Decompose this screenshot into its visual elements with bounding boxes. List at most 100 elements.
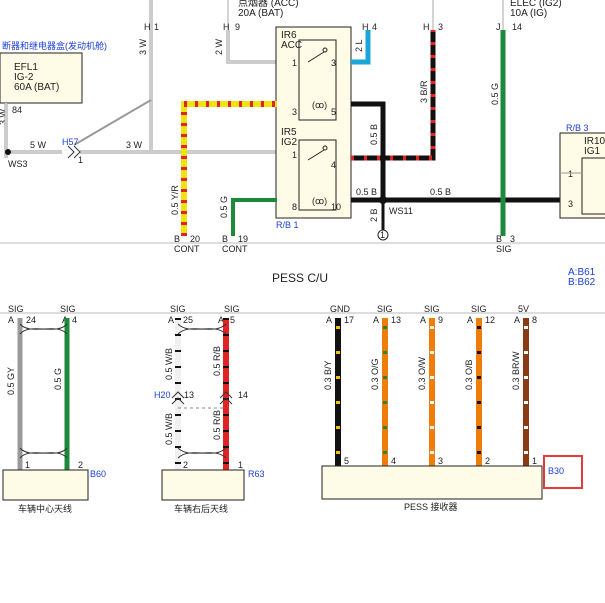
ir5-pin8: 8 xyxy=(292,202,297,212)
b2-label: 2 B xyxy=(369,208,379,222)
svg-text:A: A xyxy=(168,315,174,325)
w5-label: 5 W xyxy=(30,140,47,150)
svg-text:(ꝏ): (ꝏ) xyxy=(312,196,327,206)
rb1-label: R/B 1 xyxy=(276,220,299,230)
antenna-rear-right-label: 车辆右后天线 xyxy=(174,503,228,514)
receiver-pin-letter-0: A xyxy=(326,315,332,325)
h9-wire: 2 W xyxy=(214,38,224,55)
yr-wire-label: 0.5 Y/R xyxy=(170,185,180,215)
receiver-bottom-pin-1: 4 xyxy=(391,456,396,466)
cu-pin-b19: B 19 CONT xyxy=(222,234,248,254)
antenna-center-label: 车辆中心天线 xyxy=(18,503,72,514)
receiver-wire-label-2: 0.3 O/W xyxy=(417,356,427,390)
svg-text:3: 3 xyxy=(510,234,515,244)
receiver-pin-letter-4: A xyxy=(514,315,520,325)
svg-text:SIG: SIG xyxy=(8,304,24,314)
b05a-label: 0.5 B xyxy=(369,124,379,145)
svg-text:2: 2 xyxy=(78,460,83,470)
svg-text:0.5 GY: 0.5 GY xyxy=(6,367,16,395)
receiver-bottom-pin-3: 2 xyxy=(485,456,490,466)
h4-wire: 2 L xyxy=(354,39,364,52)
rb3-label: R/B 3 xyxy=(566,123,589,133)
receiver-signal-2: SIG xyxy=(424,304,440,314)
receiver-bottom-pin-0: 5 xyxy=(344,456,349,466)
receiver-wire-label-1: 0.3 O/G xyxy=(370,358,380,390)
h4-num: 4 xyxy=(372,22,377,32)
h3-num: 3 xyxy=(438,22,443,32)
cu-conn-b: B:B62 xyxy=(568,277,596,288)
svg-text:CONT: CONT xyxy=(222,244,248,254)
receiver-signal-3: SIG xyxy=(471,304,487,314)
svg-text:0.5 W/B: 0.5 W/B xyxy=(164,413,174,445)
svg-text:SIG: SIG xyxy=(496,244,512,254)
receiver-signal-1: SIG xyxy=(377,304,393,314)
b60-connector: B60 xyxy=(90,469,106,479)
h9-letter: H xyxy=(223,22,230,32)
svg-text:A: A xyxy=(218,315,224,325)
cu-conn-a: A:B61 xyxy=(568,267,596,278)
ws3-label: WS3 xyxy=(8,159,28,169)
cu-pin-b20: B 20 CONT xyxy=(174,234,200,254)
relay-block xyxy=(275,26,352,219)
svg-text:25: 25 xyxy=(183,315,193,325)
h1-wire: 3 W xyxy=(138,38,148,55)
svg-text:B: B xyxy=(496,234,502,244)
h9-num: 9 xyxy=(235,22,240,32)
j14-wire: 0.5 G xyxy=(490,83,500,105)
h1-num: 1 xyxy=(154,22,159,32)
ir5-name: IR5 xyxy=(281,127,297,138)
svg-text:14: 14 xyxy=(238,390,248,400)
svg-text:B: B xyxy=(222,234,228,244)
svg-text:2: 2 xyxy=(183,460,188,470)
svg-text:CONT: CONT xyxy=(174,244,200,254)
ir10-sub: IG1 xyxy=(584,146,601,157)
receiver-pin-num-0: 17 xyxy=(344,315,354,325)
highlight-box xyxy=(543,455,583,489)
receiver-pin-letter-3: A xyxy=(467,315,473,325)
svg-text:0.5 R/B: 0.5 R/B xyxy=(212,346,222,376)
acc-fuse-line2: 20A (BAT) xyxy=(238,8,283,19)
svg-text:5: 5 xyxy=(230,315,235,325)
svg-text:20: 20 xyxy=(190,234,200,244)
ir10-pin1: 1 xyxy=(568,169,573,179)
fuse-box-title: 断器和继电器盒(发动机舱) xyxy=(2,40,107,51)
ir10-name: IR10 xyxy=(584,136,605,147)
ir10-pin3: 3 xyxy=(568,199,573,209)
ws11-label: WS11 xyxy=(389,206,413,216)
svg-text:4: 4 xyxy=(72,315,77,325)
antenna-rear-right-group: SIG SIG A 25 A 5 H20 13 14 0.5 W/B 0.5 R… xyxy=(154,304,265,514)
receiver-bottom-pin-2: 3 xyxy=(438,456,443,466)
svg-text:1: 1 xyxy=(25,460,30,470)
ir6-pin3: 3 xyxy=(331,58,336,68)
svg-text:B: B xyxy=(174,234,180,244)
receiver-pin-letter-1: A xyxy=(373,315,379,325)
pess-receiver-label: PESS 接收器 xyxy=(404,501,458,512)
receiver-bottom-pin-4: 1 xyxy=(532,456,537,466)
j14-letter: J xyxy=(496,22,501,32)
svg-text:SIG: SIG xyxy=(224,304,240,314)
receiver-signal-4: 5V xyxy=(518,304,529,314)
efl1-pin: 84 xyxy=(12,105,22,115)
svg-text:1: 1 xyxy=(238,460,243,470)
ir5-pin4: 4 xyxy=(331,160,336,170)
svg-text:0.5 R/B: 0.5 R/B xyxy=(212,410,222,440)
elec-fuse-line2: 10A (IG) xyxy=(510,8,547,19)
ir6-pin5: 5 xyxy=(331,107,336,117)
efl1-fuse-box xyxy=(0,52,83,104)
receiver-wire-label-0: 0.3 B/Y xyxy=(323,360,333,390)
w3-label: 3 W xyxy=(126,140,143,150)
svg-text:SIG: SIG xyxy=(170,304,186,314)
receiver-pin-num-1: 13 xyxy=(391,315,401,325)
receiver-pin-num-3: 12 xyxy=(485,315,495,325)
efl1-rating: 60A (BAT) xyxy=(14,82,59,93)
antenna-center-group: SIG SIG A 24 A 4 0.5 GY 0.5 G 1 2 B60 车辆… xyxy=(2,304,106,514)
h20-label: H20 xyxy=(154,390,171,400)
ir6-sub: ACC xyxy=(281,40,302,51)
ir5-pin10: 10 xyxy=(331,202,341,212)
ir6-name: IR6 xyxy=(281,30,297,41)
svg-text:(ꝏ): (ꝏ) xyxy=(312,100,327,110)
g-wire-label: 0.5 G xyxy=(219,196,229,218)
h3-letter: H xyxy=(423,22,430,32)
h3-wire: 3 B/R xyxy=(419,80,429,103)
